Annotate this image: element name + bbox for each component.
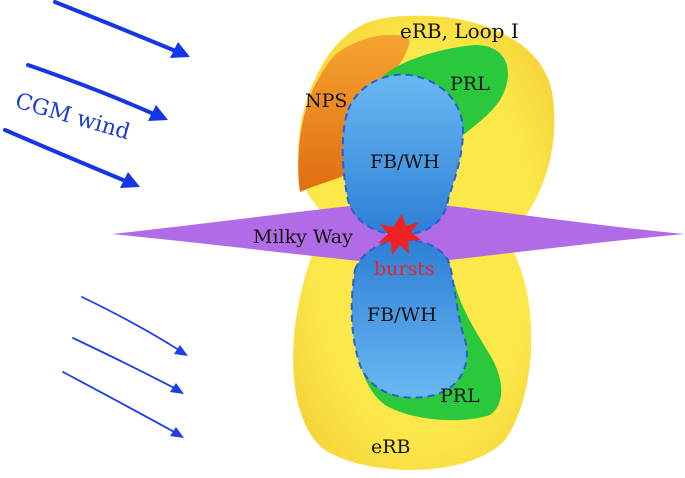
fbwh-top-bubble bbox=[341, 73, 465, 236]
cgm-wind-arrows-lower bbox=[62, 296, 183, 435]
wind-arrow-1 bbox=[53, 0, 180, 54]
cgm-wind-arrowheads-lower bbox=[170, 345, 188, 438]
label-milky-way: Milky Way bbox=[253, 226, 353, 248]
wind-arrow-5 bbox=[72, 337, 179, 391]
wind-arrowhead-2 bbox=[148, 105, 168, 121]
wind-arrowhead-4 bbox=[174, 345, 188, 356]
label-fbwh-top: FB/WH bbox=[370, 151, 440, 173]
wind-arrow-4 bbox=[81, 296, 183, 353]
label-prl-bottom: PRL bbox=[440, 385, 480, 407]
label-erb-loop: eRB, Loop I bbox=[400, 19, 519, 43]
label-fbwh-bottom: FB/WH bbox=[367, 304, 437, 326]
wind-arrow-6 bbox=[62, 371, 179, 435]
wind-arrowhead-6 bbox=[170, 427, 184, 438]
label-nps: NPS bbox=[305, 90, 347, 112]
burst-star-icon bbox=[378, 214, 421, 255]
cgm-wind-arrowheads-upper bbox=[120, 42, 190, 188]
wind-arrowhead-5 bbox=[170, 383, 184, 394]
wind-arrowhead-1 bbox=[170, 42, 190, 58]
wind-arrowhead-3 bbox=[120, 172, 140, 188]
cgm-wind-arrows-upper bbox=[3, 0, 180, 184]
label-prl-top: PRL bbox=[450, 73, 490, 95]
wind-arrow-2 bbox=[26, 63, 158, 117]
label-bursts: bursts bbox=[374, 258, 435, 280]
wind-arrow-3 bbox=[3, 128, 130, 184]
label-erb-bottom: eRB bbox=[371, 436, 411, 458]
